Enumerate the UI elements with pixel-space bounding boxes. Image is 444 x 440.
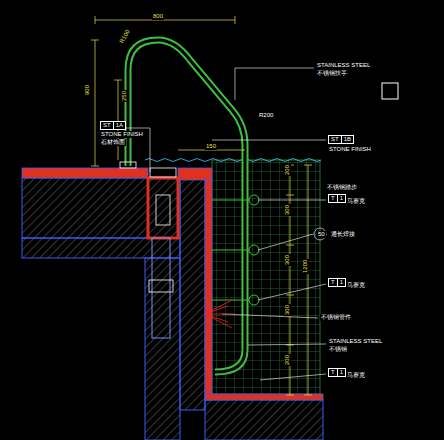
waterproof-layer	[205, 180, 212, 400]
annotation: 石材饰面	[100, 139, 126, 146]
annotation: 马赛克	[346, 282, 366, 289]
tag-box: ST1B	[328, 135, 354, 144]
annotation: 200	[284, 354, 291, 366]
handrail-bore	[128, 40, 245, 372]
annotation: 不锈钢管件	[320, 314, 352, 321]
deck-slab	[22, 178, 180, 238]
annotation: 300	[284, 254, 291, 266]
annotation: 通长焊接	[330, 231, 356, 238]
ground	[145, 258, 180, 440]
view-box	[382, 83, 398, 99]
annotation: 300	[284, 304, 291, 316]
tag-box: T1	[328, 278, 346, 287]
tag-text: 1	[337, 195, 345, 202]
tag-box: T1	[328, 368, 346, 377]
annotation: 50	[317, 231, 326, 238]
mosaic-tiles	[212, 160, 320, 394]
water-line	[145, 159, 321, 162]
rail-base	[120, 162, 136, 168]
annotation: 900	[84, 84, 91, 96]
drain-pipe	[152, 238, 170, 338]
annotation: 250	[121, 90, 128, 102]
annotation: 不锈钢	[328, 346, 348, 353]
pool-floor-slab	[205, 400, 323, 440]
tag-text: 1	[337, 279, 345, 286]
floor-layer	[205, 394, 323, 400]
dimension-lines	[91, 16, 312, 395]
ladder-steps	[212, 195, 259, 305]
tag-text: ST	[329, 136, 341, 143]
pool-wall	[180, 178, 205, 410]
tag-text: T	[329, 195, 337, 202]
annotation: 不锈钢扶手	[316, 70, 348, 77]
annotation: 1200	[302, 259, 309, 274]
drain-body	[156, 195, 170, 225]
annotation: STAINLESS STEEL	[328, 338, 383, 345]
annotation: STONE FINISH	[328, 146, 372, 153]
annotation: 马赛克	[346, 372, 366, 379]
overflow-gutter	[148, 178, 178, 238]
annotation: STONE FINISH	[100, 131, 144, 138]
tag-box: T1	[328, 194, 346, 203]
annotation: R200	[258, 112, 274, 119]
gutter-grate	[150, 168, 176, 177]
sub-base	[22, 238, 180, 258]
section-mark	[205, 300, 234, 328]
tag-text: ST	[101, 122, 113, 129]
tag-box: ST1A	[100, 121, 126, 130]
annotation: 150	[205, 143, 217, 150]
annotation: 马赛克	[346, 198, 366, 205]
annotation: 800	[152, 13, 164, 20]
annotation: 300	[284, 204, 291, 216]
tag-text: T	[329, 369, 337, 376]
tag-text: T	[329, 279, 337, 286]
annotation: 不锈钢踏步	[326, 184, 358, 191]
stone-coping	[22, 168, 148, 178]
tag-text: 1A	[113, 122, 125, 129]
pipe-coupling	[149, 280, 173, 292]
callout-circle	[314, 228, 326, 240]
tag-text: 1B	[341, 136, 353, 143]
annotation: 200	[284, 164, 291, 176]
handrail	[128, 40, 245, 372]
annotation: STAINLESS STEEL	[316, 62, 371, 69]
leader-lines	[116, 68, 326, 380]
stone-edge	[178, 168, 212, 180]
tag-text: 1	[337, 369, 345, 376]
